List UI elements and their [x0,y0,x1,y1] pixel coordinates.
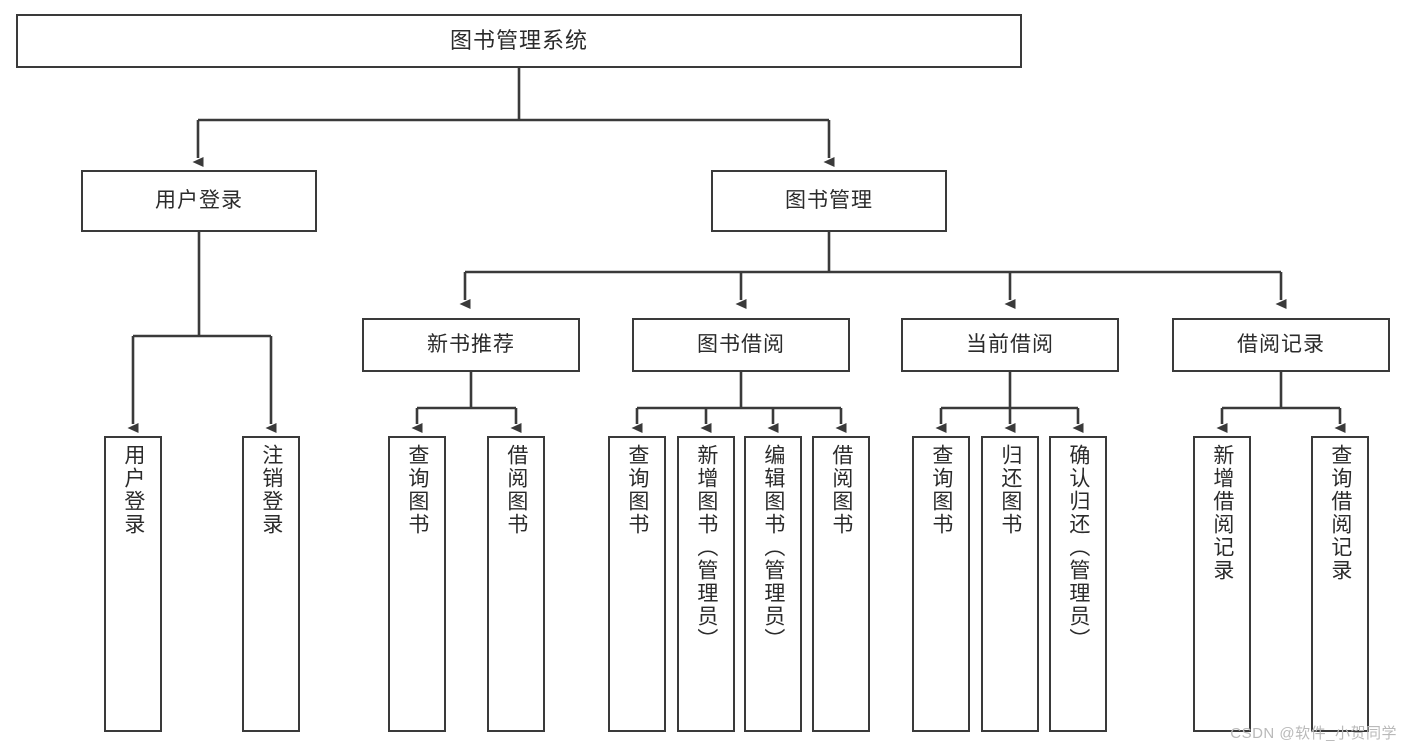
node-label: 新增借阅记录 [1210,444,1234,582]
node-leaf-logout-login[interactable]: 注销登录 [242,436,300,732]
node-user-login[interactable]: 用户登录 [81,170,317,232]
node-leaf-query-book-borrow[interactable]: 查询图书 [608,436,666,732]
node-leaf-borrow-book[interactable]: 借阅图书 [812,436,870,732]
node-label: 查询图书 [929,444,953,536]
node-label: 查询借阅记录 [1328,444,1352,582]
node-label: 借阅记录 [1237,333,1325,357]
node-label: 归还图书 [998,444,1022,536]
node-new-book-recommend[interactable]: 新书推荐 [362,318,580,372]
node-leaf-query-book-current[interactable]: 查询图书 [912,436,970,732]
node-leaf-confirm-return-admin[interactable]: 确认归还（管理员） [1049,436,1107,732]
node-label: 当前借阅 [966,333,1054,357]
node-label: 图书管理系统 [449,27,588,53]
node-label: 新增图书（管理员） [694,444,718,651]
node-book-borrow[interactable]: 图书借阅 [632,318,850,372]
node-borrow-record[interactable]: 借阅记录 [1172,318,1390,372]
node-label: 图书借阅 [697,333,785,357]
node-book-management[interactable]: 图书管理 [711,170,947,232]
node-label: 借阅图书 [829,444,853,536]
node-root-book-management-system[interactable]: 图书管理系统 [16,14,1022,68]
node-leaf-query-borrow-record[interactable]: 查询借阅记录 [1311,436,1369,732]
node-label: 用户登录 [155,189,243,213]
node-label: 图书管理 [785,189,873,213]
node-label: 新书推荐 [427,333,515,357]
node-label: 编辑图书（管理员） [761,444,785,651]
node-leaf-borrow-book-recommend[interactable]: 借阅图书 [487,436,545,732]
node-label: 确认归还（管理员） [1066,444,1090,651]
node-leaf-add-borrow-record[interactable]: 新增借阅记录 [1193,436,1251,732]
node-leaf-return-book[interactable]: 归还图书 [981,436,1039,732]
node-label: 查询图书 [405,444,429,536]
node-label: 用户登录 [121,444,145,536]
node-label: 注销登录 [259,444,283,536]
node-leaf-add-book-admin[interactable]: 新增图书（管理员） [677,436,735,732]
node-label: 借阅图书 [504,444,528,536]
node-leaf-edit-book-admin[interactable]: 编辑图书（管理员） [744,436,802,732]
node-label: 查询图书 [625,444,649,536]
node-leaf-query-book-recommend[interactable]: 查询图书 [388,436,446,732]
node-current-borrow[interactable]: 当前借阅 [901,318,1119,372]
node-leaf-user-login[interactable]: 用户登录 [104,436,162,732]
